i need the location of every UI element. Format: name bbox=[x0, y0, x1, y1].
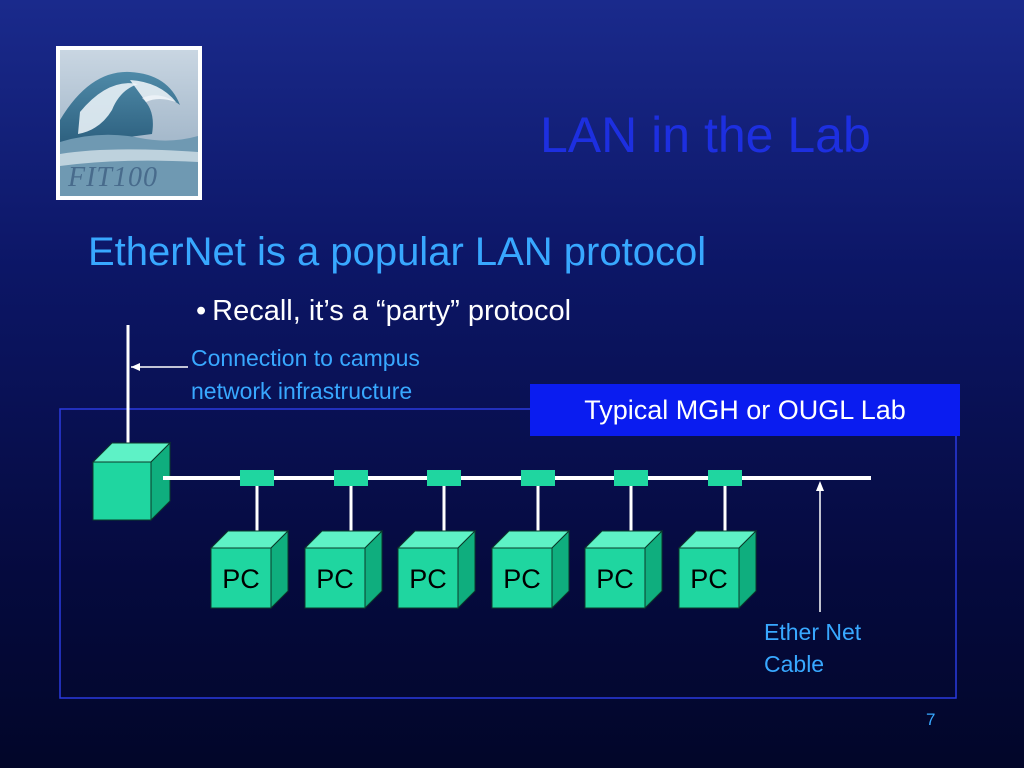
cable-label-line-2: Cable bbox=[764, 651, 825, 677]
cable-tap bbox=[427, 470, 461, 486]
bullet-text: Recall, it’s a “party” protocol bbox=[212, 295, 572, 327]
pc-group: PC PC PC PC PC PC bbox=[209, 470, 758, 610]
pc-label: PC bbox=[596, 564, 634, 594]
pc-front-face bbox=[210, 547, 272, 609]
pc-1: PC bbox=[209, 470, 290, 610]
campus-connection-label: Connection to campus network infrastruct… bbox=[191, 342, 420, 408]
pc-2: PC bbox=[303, 470, 384, 610]
slide-title: LAN in the Lab bbox=[540, 107, 871, 163]
ethernet-cable-label: Ether Net Cable bbox=[764, 616, 861, 680]
slide-heading: EtherNet is a popular LAN protocol bbox=[88, 230, 707, 274]
cable-tap bbox=[614, 470, 648, 486]
lab-boundary bbox=[59, 408, 957, 699]
logo-text: FIT100 bbox=[68, 162, 158, 193]
pc-label: PC bbox=[316, 564, 354, 594]
campus-connection-line-2: network infrastructure bbox=[191, 378, 413, 404]
pc-label: PC bbox=[409, 564, 447, 594]
callout-arrowhead bbox=[131, 363, 140, 371]
pc-5: PC bbox=[583, 470, 664, 610]
pc-label: PC bbox=[503, 564, 541, 594]
fit100-logo: FIT100 bbox=[56, 46, 202, 200]
pc-front-face bbox=[491, 547, 553, 609]
bullet-item: •Recall, it’s a “party” protocol bbox=[196, 295, 571, 328]
cable-tap bbox=[521, 470, 555, 486]
campus-connection-line-1: Connection to campus bbox=[191, 345, 420, 371]
cable-tap bbox=[240, 470, 274, 486]
pc-6: PC bbox=[677, 470, 758, 610]
pc-label: PC bbox=[222, 564, 260, 594]
wave-image-icon bbox=[60, 50, 198, 196]
cable-label-line-1: Ether Net bbox=[764, 619, 862, 645]
cable-pointer-arrowhead bbox=[816, 481, 824, 491]
bullet-marker: • bbox=[196, 295, 207, 327]
pc-front-face bbox=[678, 547, 740, 609]
hub-device bbox=[91, 441, 172, 522]
pc-4: PC bbox=[490, 470, 571, 610]
cable-tap bbox=[708, 470, 742, 486]
cable-tap bbox=[334, 470, 368, 486]
page-number: 7 bbox=[926, 710, 936, 729]
pc-front-face bbox=[304, 547, 366, 609]
lab-label: Typical MGH or OUGL Lab bbox=[530, 384, 960, 436]
pc-label: PC bbox=[690, 564, 728, 594]
pc-front-face bbox=[397, 547, 459, 609]
pc-front-face bbox=[584, 547, 646, 609]
pc-3: PC bbox=[396, 470, 477, 610]
